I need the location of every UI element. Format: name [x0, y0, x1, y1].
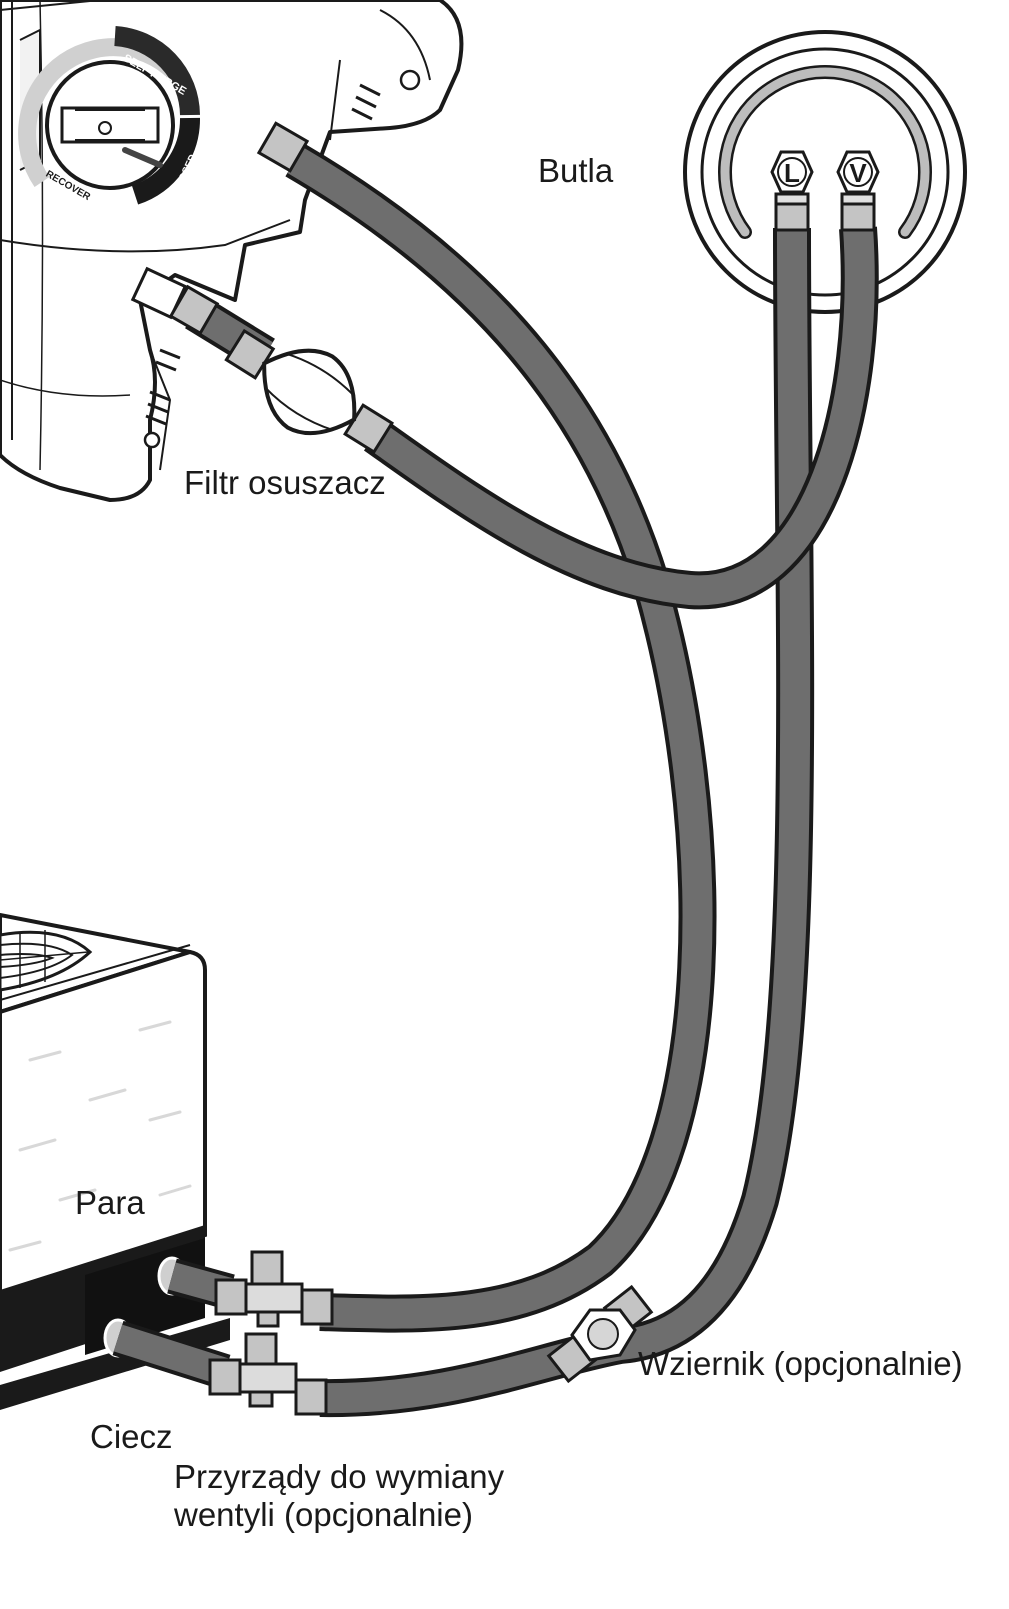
mode-dial[interactable]: SELF PURGE CLOSED RECOVER [18, 26, 201, 205]
recovery-cylinder [683, 30, 967, 314]
vapor-label: Para [75, 1184, 145, 1221]
valve-tools-label: Przyrządy do wymiany wentyli (opcjonalni… [174, 1458, 514, 1534]
condensing-unit [0, 913, 230, 1410]
cylinder-port-vapor: V [836, 150, 880, 194]
hoses [112, 143, 879, 1418]
valve-tools-label-line2: wentyli (opcjonalnie) [174, 1495, 473, 1533]
sight-glass-label: Wziernik (opcjonalnie) [638, 1345, 963, 1382]
cylinder-port-liquid: L [770, 150, 814, 194]
fittings [168, 121, 876, 336]
fan-grille [0, 930, 93, 992]
port-v-label: V [849, 158, 867, 188]
sight-glass [546, 1284, 654, 1384]
valve-tool-liquid [208, 1332, 328, 1416]
port-l-label: L [784, 158, 800, 188]
filter-drier-label: Filtr osuszacz [184, 464, 386, 501]
filter-drier [224, 328, 395, 455]
cylinder-label: Butla [538, 152, 614, 189]
valve-tools-label-line1: Przyrządy do wymiany [174, 1458, 505, 1495]
liquid-label: Ciecz [90, 1418, 173, 1455]
valve-tool-vapor [214, 1250, 334, 1328]
